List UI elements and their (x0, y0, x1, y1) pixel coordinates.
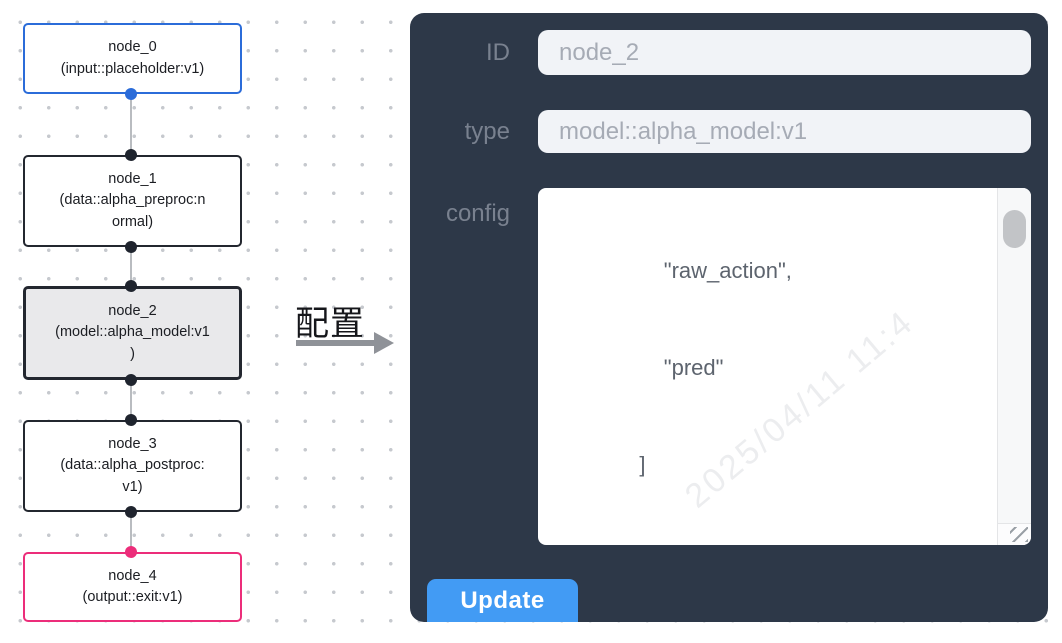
id-field-row: ID (410, 30, 1048, 75)
node-type-label: (output::exit:v1) (82, 589, 183, 605)
id-input[interactable] (538, 30, 1031, 75)
node-title: node_4 (108, 567, 157, 584)
node-title: node_2 (108, 302, 157, 319)
flow-node-node_3[interactable]: node_3 (data::alpha_postproc: v1) (23, 420, 242, 512)
type-field-label: type (464, 117, 510, 145)
node-type-label: (model::alpha_model:v1 (55, 324, 210, 341)
config-line: "raw_action", (566, 257, 792, 283)
node-type-label: ) (130, 345, 135, 362)
arrow-right-icon (374, 332, 394, 354)
resize-handle-icon[interactable] (1010, 527, 1028, 542)
update-button[interactable]: Update (427, 579, 578, 622)
flow-node-node_2-selected[interactable]: node_2 (model::alpha_model:v1 ) (23, 286, 242, 380)
port-node_1-input[interactable] (125, 149, 137, 161)
transition-label: 配置 (295, 305, 365, 343)
config-scrollbar-track[interactable] (997, 188, 1031, 523)
port-node_0-output[interactable] (125, 88, 137, 100)
node-type-label: (data::alpha_preproc:n (59, 192, 206, 209)
node-type-label: (input::placeholder:v1) (60, 60, 205, 77)
flow-node-node_4[interactable]: node_4 (output::exit:v1) (23, 552, 242, 622)
config-scrollbar-thumb[interactable] (1003, 210, 1026, 248)
type-field-row: type (410, 110, 1048, 153)
edge-node0-node1 (130, 94, 132, 155)
id-field-label: ID (486, 38, 510, 66)
flow-node-node_0[interactable]: node_0 (input::placeholder:v1) (23, 23, 242, 94)
config-line: ] (566, 452, 646, 478)
config-json-text: "raw_action", "pred" ] }, "trace": { "sc… (538, 190, 997, 545)
port-node_1-output[interactable] (125, 241, 137, 253)
config-textarea[interactable]: "raw_action", "pred" ] }, "trace": { "sc… (538, 188, 1031, 545)
node-type-label: ormal) (111, 213, 154, 230)
edge-node3-node4 (130, 512, 132, 552)
port-node_3-input[interactable] (125, 414, 137, 426)
port-node_2-input[interactable] (125, 280, 137, 292)
arrow-shaft (296, 340, 375, 346)
node-title: node_1 (108, 170, 157, 187)
node-type-label: (data::alpha_postproc: (60, 457, 205, 474)
flow-node-node_1[interactable]: node_1 (data::alpha_preproc:n ormal) (23, 155, 242, 247)
node-title: node_0 (108, 39, 157, 55)
config-field-label: config (445, 200, 510, 227)
edge-node1-node2 (130, 247, 132, 286)
node-type-label: v1) (122, 478, 143, 495)
node-config-panel: ID type config "raw_action", "pred" ] }, (410, 13, 1048, 622)
port-node_3-output[interactable] (125, 506, 137, 518)
type-input[interactable] (538, 110, 1031, 153)
node-title: node_3 (108, 435, 157, 452)
config-line: "pred" (566, 355, 724, 381)
port-node_2-output[interactable] (125, 374, 137, 386)
port-node_4-input[interactable] (125, 546, 137, 558)
config-field-row: config "raw_action", "pred" ] }, "trace"… (410, 188, 1048, 545)
edge-node2-node3 (130, 380, 132, 420)
